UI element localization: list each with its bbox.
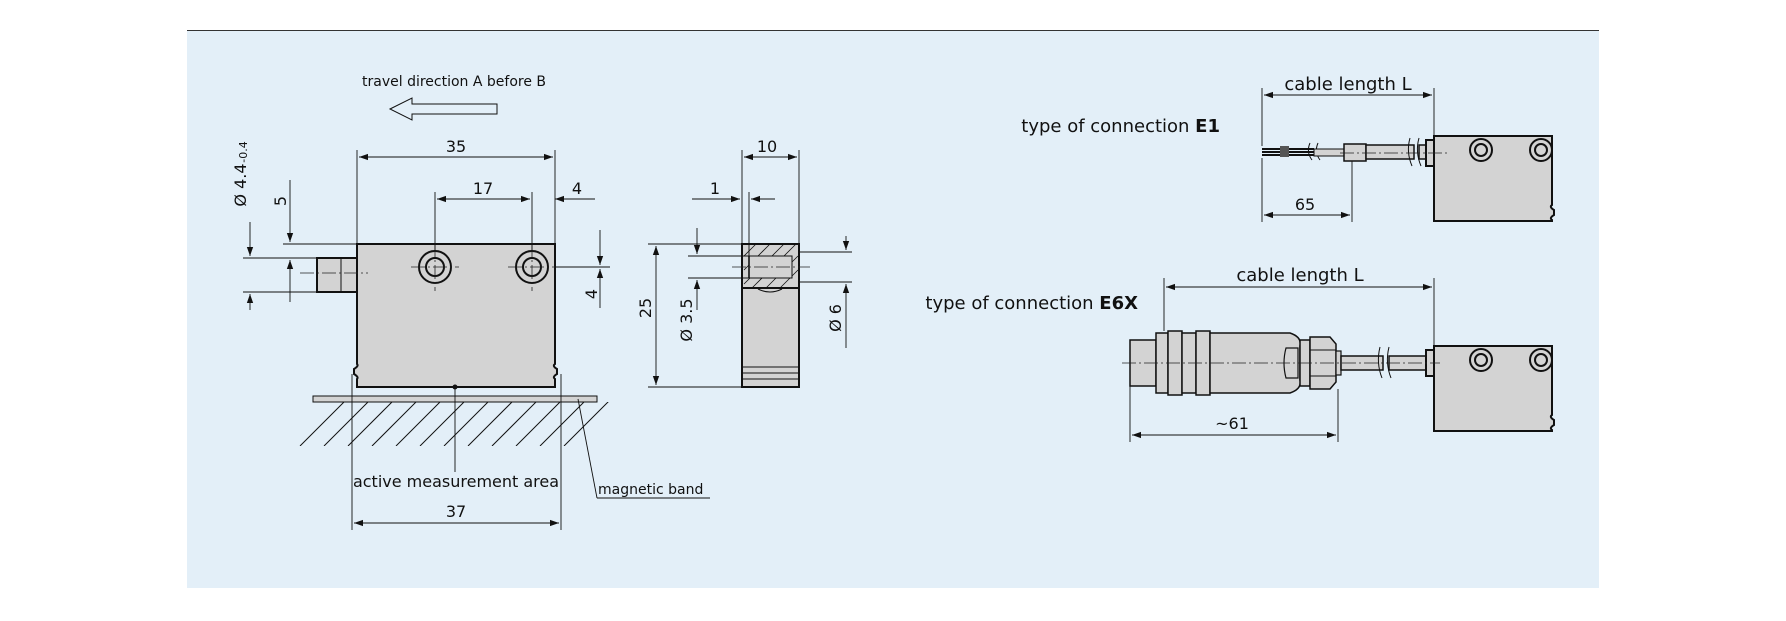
cable-length-e1-label: cable length L — [1284, 74, 1411, 95]
travel-direction-arrow-icon — [388, 97, 498, 121]
dim-4-top: 4 — [572, 179, 582, 198]
sensor-side-view: 10 1 25 Ø 3.5 Ø 6 — [636, 137, 852, 388]
sensor-front-view: travel direction A before B — [231, 74, 710, 530]
ground-hatch — [299, 402, 609, 446]
connection-e6x-label: type of connection E6X — [925, 293, 1138, 314]
connection-e1-label: type of connection E1 — [1021, 116, 1220, 137]
connection-e1-view: type of connection E1 cable length L — [1021, 74, 1555, 222]
travel-direction-label: travel direction A before B — [362, 74, 546, 90]
dim-10: 10 — [757, 137, 777, 156]
top-rule — [187, 30, 1599, 32]
dim-17: 17 — [473, 179, 493, 198]
active-measurement-area-label: active measurement area — [353, 472, 559, 491]
dim-1: 1 — [710, 179, 720, 198]
dim-diameter-3-5: Ø 3.5 — [677, 298, 696, 341]
cable-length-e6x-label: cable length L — [1236, 265, 1363, 286]
dim-diameter-6: Ø 6 — [826, 304, 845, 332]
dim-5: 5 — [271, 196, 290, 206]
dim-diameter-4-4: Ø 4.4 — [231, 163, 250, 206]
dim-4-right: 4 — [582, 289, 601, 299]
dim-diameter-4-4-tolerance: -0.4 — [237, 141, 250, 162]
magnetic-band-label: magnetic band — [598, 482, 703, 498]
dim-65: 65 — [1295, 195, 1315, 214]
dim-61: ~61 — [1215, 414, 1249, 433]
dim-25: 25 — [636, 298, 655, 318]
cable-stub — [316, 257, 359, 293]
sensor-body — [353, 243, 558, 388]
dim-35: 35 — [446, 137, 466, 156]
connection-e6x-view: type of connection E6X cable length L — [925, 265, 1555, 442]
dim-37: 37 — [446, 502, 466, 521]
